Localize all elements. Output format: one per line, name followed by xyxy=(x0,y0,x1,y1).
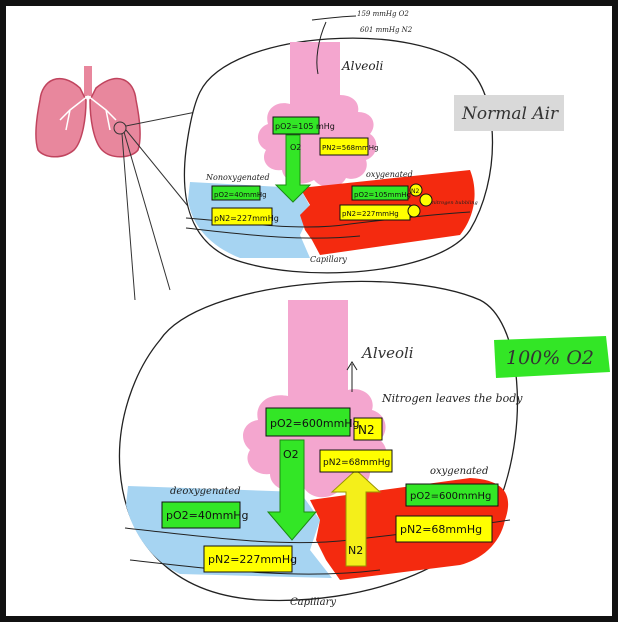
top-o2-arrow-label: O2 xyxy=(290,143,301,152)
top-right-po2-text: pO2=105mmHg xyxy=(354,191,411,199)
top-alveoli-label: Alveoli xyxy=(341,59,383,73)
top-capillary-label: Capillary xyxy=(310,255,347,264)
bottom-left-pn2-text: pN2=227mmHg xyxy=(208,553,297,566)
bottom-o2-arrow-label: O2 xyxy=(283,448,299,461)
bottom-capillary-label: Capillary xyxy=(290,597,336,608)
annotation-o2: 159 mmHg O2 xyxy=(357,10,409,18)
top-alveolar-po2-text: pO2=105 mHg xyxy=(275,122,335,131)
top-n2-bubble-label: N2 xyxy=(411,188,419,195)
normal-air-label: Normal Air xyxy=(461,104,559,124)
top-bubble-note: nitrogen bubbling xyxy=(432,200,478,206)
top-left-region-label: Nonoxygenated xyxy=(205,173,270,182)
bottom-right-pn2-text: pN2=68mmHg xyxy=(400,523,482,536)
bottom-left-region-label: deoxygenated xyxy=(170,486,241,497)
top-left-pn2-text: pN2=227mmHg xyxy=(214,214,279,223)
bottom-left-po2-text: pO2=40mmHg xyxy=(166,509,249,522)
top-left-po2-text: pO2=40mmHg xyxy=(214,191,267,199)
bottom-right-region-label: oxygenated xyxy=(430,466,488,477)
top-zoom-panel xyxy=(184,38,492,273)
hundred-percent-o2-label: 100% O2 xyxy=(506,347,594,369)
bottom-nitrogen-note: Nitrogen leaves the body xyxy=(381,392,523,405)
bottom-n2-arrow-label: N2 xyxy=(348,544,363,557)
top-right-region-label: oxygenated xyxy=(366,170,413,179)
bottom-n2-label: N2 xyxy=(358,423,375,437)
bottom-zoom-panel xyxy=(119,281,517,600)
bottom-alveolar-po2-text: pO2=600mmHg xyxy=(270,417,360,430)
bottom-alveoli-label: Alveoli xyxy=(360,344,414,362)
lungs-illustration xyxy=(36,66,140,157)
bottom-pn2-box-text: pN2=68mmHg xyxy=(323,458,390,468)
bottom-right-po2-text: pO2=600mmHg xyxy=(410,491,491,502)
annotation-n2: 601 mmHg N2 xyxy=(360,26,413,34)
top-alveolar-pn2-text: PN2=568mmHg xyxy=(322,144,378,152)
top-right-pn2-text: pN2=227mmHg xyxy=(342,210,399,218)
